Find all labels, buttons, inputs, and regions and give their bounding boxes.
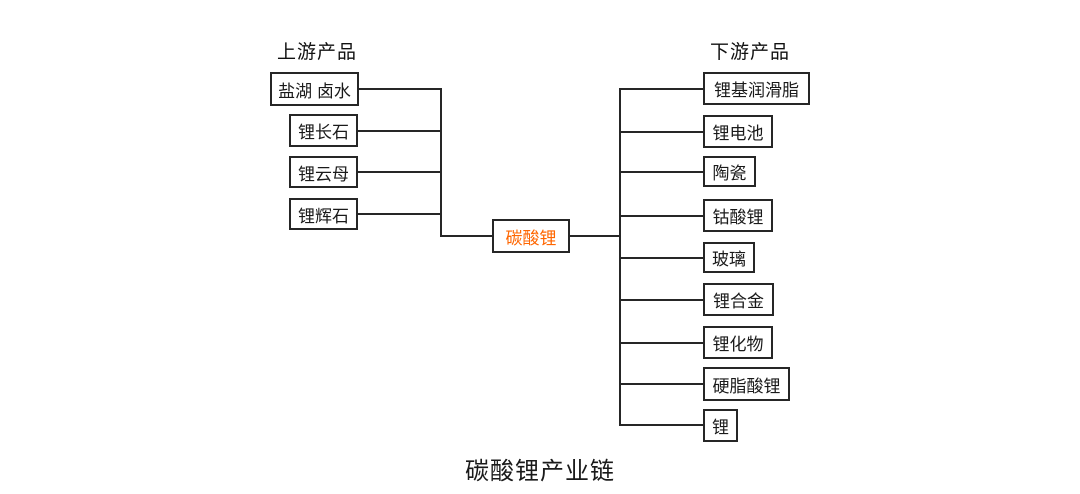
connector-line-upstream-0: [359, 88, 442, 90]
connector-line-upstream-1: [358, 130, 442, 132]
connector-line-to-center: [440, 235, 492, 237]
node-lithium-battery: 锂电池: [703, 115, 773, 148]
connector-line-from-center: [570, 235, 620, 237]
connector-line-downstream-5: [619, 299, 703, 301]
node-spodumene: 锂辉石: [289, 198, 358, 230]
connector-trunk-left: [440, 88, 442, 237]
connector-line-downstream-7: [619, 383, 703, 385]
connector-line-downstream-2: [619, 171, 703, 173]
connector-line-upstream-3: [358, 213, 442, 215]
node-lithium-grease: 锂基润滑脂: [703, 72, 810, 105]
node-lithium-feldspar: 锂长石: [289, 114, 358, 147]
connector-line-downstream-3: [619, 215, 703, 217]
node-ceramics: 陶瓷: [703, 156, 756, 187]
node-glass: 玻璃: [703, 242, 755, 273]
diagram-title: 碳酸锂产业链: [465, 459, 615, 485]
node-lithium: 锂: [703, 409, 738, 442]
connector-line-downstream-1: [619, 131, 703, 133]
upstream-header: 上游产品: [277, 42, 358, 63]
connector-line-downstream-6: [619, 342, 703, 344]
node-lithium-stearate: 硬脂酸锂: [703, 367, 790, 401]
node-lithium-carbonate: 碳酸锂: [492, 219, 570, 253]
connector-line-downstream-4: [619, 257, 703, 259]
node-lepidolite: 锂云母: [289, 156, 358, 188]
node-salt-lake-brine: 盐湖 卤水: [270, 72, 359, 106]
node-lithium-compounds: 锂化物: [703, 326, 773, 359]
connector-line-downstream-8: [619, 424, 703, 426]
connector-line-upstream-2: [358, 171, 442, 173]
node-lithium-alloy: 锂合金: [703, 283, 774, 316]
connector-line-downstream-0: [619, 88, 703, 90]
downstream-header: 下游产品: [710, 42, 791, 63]
node-lithium-cobaltate: 钴酸锂: [703, 199, 773, 232]
